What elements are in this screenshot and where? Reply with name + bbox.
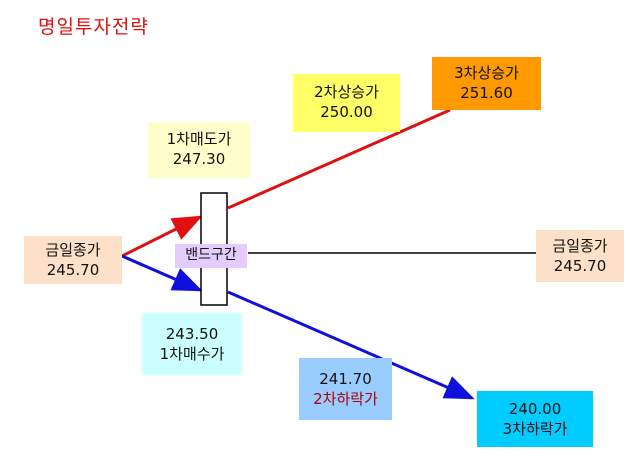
up3-value: 251.60 — [460, 84, 513, 102]
arrow-up-to-band — [121, 215, 203, 258]
close-right-value: 245.70 — [553, 257, 607, 275]
close-right-box: 금일종가 245.70 — [536, 230, 624, 282]
line-up-to-3rd — [227, 108, 451, 210]
down2-value: 241.70 — [319, 370, 372, 388]
up2-box: 2차상승가 250.00 — [293, 74, 400, 132]
sell1-box: 1차매도가 247.30 — [148, 122, 250, 178]
buy1-value: 243.50 — [165, 325, 219, 343]
arrow-down-to-3rd — [227, 290, 475, 400]
down2-box: 241.70 2차하락가 — [299, 358, 392, 420]
down3-box: 240.00 3차하락가 — [477, 391, 593, 447]
page-title: 명일투자전략 — [38, 16, 149, 38]
close-left-box: 금일종가 245.70 — [24, 236, 122, 284]
up2-value: 250.00 — [320, 103, 373, 121]
close-left-label: 금일종가 — [45, 241, 101, 259]
band-label-box: 밴드구간 — [175, 244, 247, 268]
sell1-label: 1차매도가 — [166, 130, 232, 148]
up3-box: 3차상승가 251.60 — [432, 57, 541, 110]
band-label: 밴드구간 — [185, 247, 237, 263]
close-right-label: 금일종가 — [552, 237, 608, 255]
buy1-box: 243.50 1차매수가 — [142, 313, 242, 375]
down3-value: 240.00 — [508, 400, 562, 418]
buy1-label: 1차매수가 — [159, 345, 225, 363]
up2-label: 2차상승가 — [314, 83, 379, 101]
down2-label: 2차하락가 — [313, 390, 378, 408]
arrow-down-to-band — [121, 254, 203, 292]
sell1-value: 247.30 — [172, 150, 226, 168]
close-left-value: 245.70 — [46, 261, 100, 279]
up3-label: 3차상승가 — [454, 64, 519, 82]
down3-label: 3차하락가 — [502, 420, 568, 438]
